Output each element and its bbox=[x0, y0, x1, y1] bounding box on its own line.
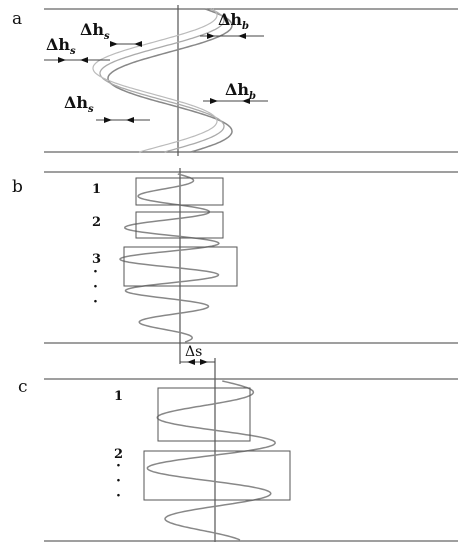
panel-letter-c: c bbox=[18, 377, 28, 397]
svg-text:·: · bbox=[116, 473, 121, 489]
window-label-b-2: 2 bbox=[92, 215, 101, 230]
panel-letter-b: b bbox=[12, 177, 23, 197]
dh-b-bottom: Δhb bbox=[203, 80, 268, 104]
panel-b: b 1 2 3 · · · bbox=[12, 168, 458, 364]
svg-text:Δhs: Δhs bbox=[80, 20, 110, 42]
window-b-1 bbox=[135, 177, 224, 206]
dh-s-top: Δhs bbox=[80, 20, 142, 47]
svg-text:Δhb: Δhb bbox=[225, 80, 256, 102]
shift-ds: Δs bbox=[180, 344, 216, 542]
panel-letter-a: a bbox=[12, 9, 22, 29]
window-b-2 bbox=[135, 211, 224, 239]
wave-a-shifted-2 bbox=[92, 8, 218, 153]
svg-text:·: · bbox=[93, 279, 98, 295]
dh-s-left: Δhs bbox=[44, 35, 110, 63]
wave-c bbox=[146, 380, 276, 541]
dh-s-bottom: Δhs bbox=[64, 93, 150, 123]
dh-b-top: Δhb bbox=[200, 10, 264, 39]
window-label-b-3: 3 bbox=[92, 252, 101, 267]
svg-text:·: · bbox=[116, 488, 121, 504]
panel-a: a Δhs Δhs Δhs Δhb bbox=[12, 5, 458, 156]
window-label-c-1: 1 bbox=[114, 389, 123, 404]
window-label-c-2: 2 bbox=[114, 447, 123, 462]
window-label-b-1: 1 bbox=[92, 182, 101, 197]
window-c-1 bbox=[157, 387, 251, 442]
window-c-2 bbox=[143, 450, 291, 501]
svg-text:·: · bbox=[93, 264, 98, 280]
svg-text:·: · bbox=[116, 458, 121, 474]
svg-text:Δhb: Δhb bbox=[218, 10, 249, 32]
wave-a-shifted bbox=[99, 8, 225, 153]
svg-text:·: · bbox=[93, 294, 98, 310]
svg-text:Δs: Δs bbox=[185, 344, 202, 360]
svg-text:Δhs: Δhs bbox=[64, 93, 94, 115]
window-b-3 bbox=[123, 246, 238, 287]
panel-c: c 1 2 · · · bbox=[18, 377, 458, 542]
svg-text:Δhs: Δhs bbox=[46, 35, 76, 57]
wave-b bbox=[119, 173, 220, 343]
